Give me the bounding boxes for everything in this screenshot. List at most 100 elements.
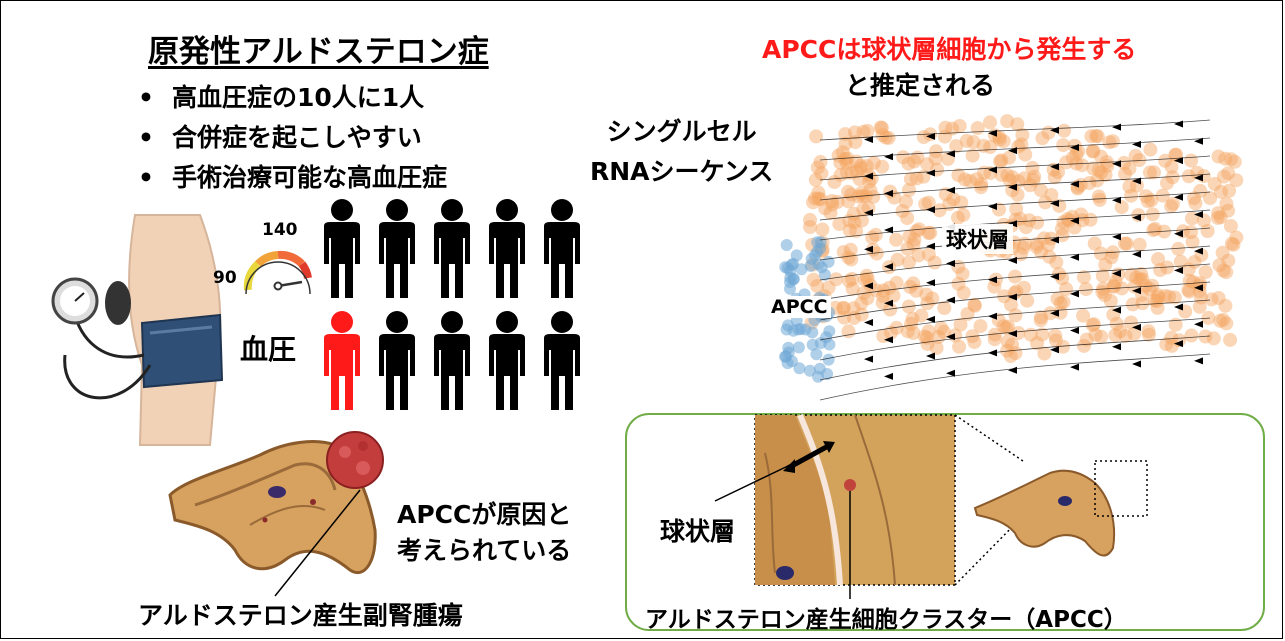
umap-cell-dot <box>976 138 991 153</box>
umap-cell-dot <box>902 229 917 244</box>
umap-velocity-arrow <box>884 263 893 271</box>
umap-cell-dot <box>842 223 857 238</box>
umap-velocity-arrow <box>946 186 955 194</box>
umap-cell-dot <box>921 195 936 210</box>
umap-cell-dot <box>921 225 936 240</box>
umap-streamline <box>819 317 1211 361</box>
umap-cell-dot <box>1106 278 1121 293</box>
umap-apcc-dot <box>792 341 805 354</box>
umap-cell-dot <box>903 172 918 187</box>
person-icon <box>434 199 470 298</box>
umap-velocity-arrow <box>1174 120 1183 128</box>
umap-apcc-dot <box>821 368 834 380</box>
umap-velocity-arrow <box>1050 309 1059 317</box>
umap-cell-dot <box>1000 168 1015 182</box>
umap-cell-dot <box>1164 199 1179 214</box>
umap-cell-dot <box>839 155 854 170</box>
umap-velocity-arrow <box>946 333 955 341</box>
umap-cell-dot <box>1211 291 1226 305</box>
umap-cell-dot <box>1091 189 1106 204</box>
umap-streamline <box>819 173 1211 201</box>
umap-cell-dot <box>1038 195 1053 210</box>
umap-cell-dot <box>1168 317 1183 332</box>
bullet-item: •合併症を起こしやすい <box>138 118 447 158</box>
umap-velocity-arrow <box>1008 183 1017 191</box>
umap-cell-dot <box>929 144 943 159</box>
umap-cell-dot <box>1097 288 1112 303</box>
umap-velocity-arrow <box>946 260 955 267</box>
umap-cell-dot <box>1069 147 1084 161</box>
umap-velocity-arrow <box>926 132 935 140</box>
umap-cell-dot <box>1023 327 1038 342</box>
umap-cell-dot <box>1211 206 1226 221</box>
umap-cell-dot <box>865 230 880 245</box>
umap-velocity-arrow <box>1050 273 1059 281</box>
umap-cell-dot <box>1055 228 1070 243</box>
umap-cell-dot <box>829 272 844 287</box>
umap-velocity-arrow <box>1112 123 1121 131</box>
umap-cell-dot <box>1165 170 1180 185</box>
umap-cell-dot <box>1034 310 1048 325</box>
umap-cell-dot <box>1087 236 1102 251</box>
umap-cell-dot <box>1192 276 1207 291</box>
umap-velocity-arrow <box>1070 290 1079 298</box>
umap-cell-dot <box>952 339 967 354</box>
umap-cell-dot <box>1227 154 1242 169</box>
umap-cell-dot <box>951 168 966 183</box>
umap-cell-dot <box>1214 184 1228 199</box>
umap-cell-dot <box>889 320 904 335</box>
umap-cell-dot <box>873 120 888 135</box>
umap-cell-dot <box>1008 346 1023 360</box>
umap-cell-dot <box>1198 265 1213 279</box>
person-icon <box>379 199 415 298</box>
umap-cell-dot <box>1034 245 1048 260</box>
umap-cell-dot <box>814 166 829 181</box>
umap-velocity-arrow <box>1194 174 1203 182</box>
umap-cell-dot <box>1160 260 1175 275</box>
umap-cell-dot <box>803 212 817 227</box>
umap-cell-dot <box>847 215 862 230</box>
umap-velocity-arrow <box>864 355 873 363</box>
umap-cell-dot <box>907 232 922 247</box>
umap-cell-dot <box>811 185 826 200</box>
umap-cell-dot <box>902 183 916 197</box>
umap-cell-dot <box>1142 281 1157 296</box>
umap-cell-dot <box>810 279 825 293</box>
umap-cell-dot <box>963 173 977 188</box>
umap-cell-dot <box>1095 268 1110 283</box>
umap-cell-dot <box>1124 267 1139 282</box>
umap-velocity-arrow <box>1112 270 1121 277</box>
umap-cell-dot <box>1056 339 1070 354</box>
umap-cell-dot <box>945 121 960 136</box>
umap-cell-dot <box>806 272 821 287</box>
umap-cell-dot <box>808 191 822 206</box>
umap-velocity-arrow <box>1112 196 1121 204</box>
umap-cell-dot <box>1041 238 1056 252</box>
umap-cell-dot <box>1141 327 1156 342</box>
umap-cell-dot <box>1219 265 1234 280</box>
umap-cell-dot <box>1186 275 1200 289</box>
umap-cell-dot <box>1212 258 1227 273</box>
umap-velocity-arrow <box>1194 320 1203 328</box>
umap-cell-dot <box>957 172 972 187</box>
umap-cell-dot <box>1010 117 1025 132</box>
umap-velocity-arrow <box>946 369 955 377</box>
umap-velocity-arrow <box>884 189 893 197</box>
umap-cell-dot <box>1158 153 1173 168</box>
umap-cell-dot <box>1157 224 1172 239</box>
umap-cell-dot <box>987 279 1002 294</box>
umap-apcc-dot <box>779 350 792 363</box>
umap-cell-dot <box>956 285 971 300</box>
umap-cell-dot <box>1008 308 1023 323</box>
umap-velocity-arrow <box>1132 323 1141 331</box>
umap-cell-dot <box>849 224 864 239</box>
umap-cell-dot <box>1051 165 1065 180</box>
umap-cell-dot <box>1086 317 1101 332</box>
umap-cell-dot <box>929 340 944 355</box>
umap-streamline <box>819 191 1211 221</box>
umap-cell-dot <box>1193 183 1208 198</box>
umap-cell-dot <box>1132 237 1147 252</box>
umap-cell-dot <box>1044 188 1059 202</box>
umap-cell-dot <box>883 302 898 317</box>
umap-cell-dot <box>1117 236 1132 251</box>
